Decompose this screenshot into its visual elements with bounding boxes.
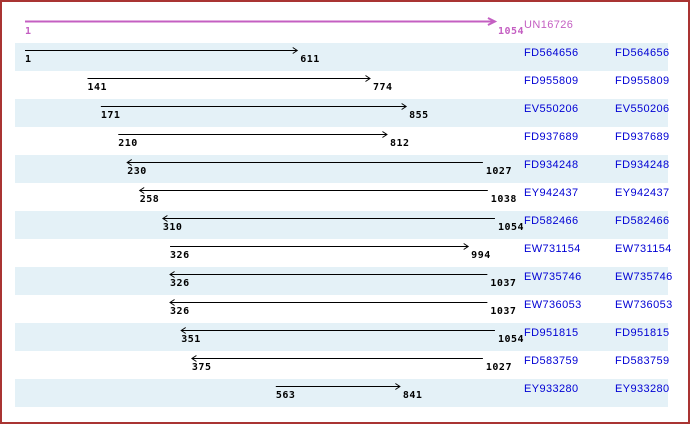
read-end-coordinate: 1038 [490, 194, 517, 205]
accession-link[interactable]: FD564656 [615, 47, 670, 59]
accession-link[interactable]: EW731154 [524, 243, 581, 255]
accession-link[interactable]: EV550206 [615, 103, 670, 115]
read-start-coordinate: 375 [191, 362, 212, 373]
read-end-coordinate: 994 [471, 250, 491, 261]
reverse-arrow [162, 215, 495, 222]
read-end-coordinate: 1054 [497, 334, 525, 345]
forward-arrow [118, 131, 388, 138]
alignment-row: 310 1054 FD582466 FD582466 [15, 211, 670, 239]
read-start-coordinate: 326 [170, 250, 190, 261]
accession-link[interactable]: FD583759 [524, 355, 579, 367]
consensus-start-coordinate: 1 [24, 26, 32, 37]
accession-link[interactable]: FD937689 [615, 131, 670, 143]
reverse-arrow [126, 159, 483, 166]
alignment-row: 141 774 FD955809 FD955809 [15, 71, 670, 99]
accession-link[interactable]: EW736053 [524, 299, 582, 311]
accession-link[interactable]: FD564656 [524, 47, 579, 59]
forward-arrow [170, 243, 470, 250]
reverse-arrow [169, 271, 488, 278]
forward-arrow [24, 17, 498, 26]
read-start-coordinate: 326 [170, 306, 190, 317]
accession-link[interactable]: FD582466 [615, 215, 670, 227]
accession-link[interactable]: EY933280 [524, 383, 579, 395]
alignment-row: 375 1027 FD583759 FD583759 [15, 351, 670, 379]
read-end-coordinate: 1054 [497, 222, 525, 233]
accession-link[interactable]: EW735746 [524, 271, 582, 283]
read-start-coordinate: 310 [162, 222, 183, 233]
consensus-row: 1 1054 UN16726 [15, 15, 668, 43]
read-end-coordinate: 611 [300, 54, 320, 65]
forward-arrow [275, 383, 401, 390]
read-end-coordinate: 812 [389, 138, 410, 149]
forward-arrow [100, 103, 408, 110]
accession-link[interactable]: EY933280 [615, 383, 670, 395]
read-end-coordinate: 1037 [490, 306, 517, 317]
alignment-row: 351 1054 FD951815 FD951815 [15, 323, 670, 351]
accession-link[interactable]: FD951815 [615, 327, 670, 339]
alignment-row: 210 812 FD937689 FD937689 [15, 127, 670, 155]
read-end-coordinate: 1037 [490, 278, 517, 289]
accession-link[interactable]: FD937689 [524, 131, 579, 143]
accession-link[interactable]: EW731154 [615, 243, 672, 255]
consensus-end-coordinate: 1054 [497, 26, 525, 37]
accession-link[interactable]: EY942437 [615, 187, 670, 199]
alignment-row: 258 1038 EY942437 EY942437 [15, 183, 670, 211]
read-end-coordinate: 774 [372, 82, 393, 93]
read-start-coordinate: 326 [170, 278, 190, 289]
read-start-coordinate: 230 [127, 166, 147, 177]
alignment-row: 326 994 EW731154 EW731154 [15, 239, 671, 267]
consensus-accession-link[interactable]: UN16726 [524, 19, 574, 31]
read-end-coordinate: 1027 [485, 166, 512, 177]
read-start-coordinate: 171 [100, 110, 121, 121]
alignment-row: 326 1037 EW736053 EW736053 [15, 295, 672, 323]
forward-arrow [87, 75, 371, 82]
alignment-row: 563 841 EY933280 EY933280 [15, 379, 670, 407]
read-start-coordinate: 141 [87, 82, 108, 93]
accession-link[interactable]: EY942437 [524, 187, 579, 199]
alignment-row: 326 1037 EW735746 EW735746 [15, 267, 672, 295]
read-end-coordinate: 1027 [485, 362, 512, 373]
alignment-row: 1 611 FD564656 FD564656 [15, 43, 670, 71]
accession-link[interactable]: FD951815 [524, 327, 579, 339]
forward-arrow [24, 47, 299, 54]
read-start-coordinate: 1 [24, 54, 32, 65]
read-end-coordinate: 841 [402, 390, 423, 401]
accession-link[interactable]: FD934248 [615, 159, 670, 171]
accession-link[interactable]: FD955809 [524, 75, 579, 87]
accession-link[interactable]: EV550206 [524, 103, 579, 115]
reverse-arrow [191, 355, 483, 362]
accession-link[interactable]: FD934248 [524, 159, 579, 171]
alignment-row: 171 855 EV550206 EV550206 [15, 99, 670, 127]
reverse-arrow [138, 187, 488, 194]
read-start-coordinate: 563 [275, 390, 296, 401]
read-start-coordinate: 258 [139, 194, 160, 205]
accession-link[interactable]: FD582466 [524, 215, 579, 227]
accession-link[interactable]: EW736053 [615, 299, 673, 311]
reverse-arrow [169, 299, 488, 306]
alignment-row: 230 1027 FD934248 FD934248 [15, 155, 670, 183]
accession-link[interactable]: EW735746 [615, 271, 673, 283]
read-start-coordinate: 210 [118, 138, 138, 149]
read-start-coordinate: 351 [181, 334, 201, 345]
accession-link[interactable]: FD955809 [615, 75, 670, 87]
read-end-coordinate: 855 [409, 110, 429, 121]
reverse-arrow [180, 327, 495, 334]
accession-link[interactable]: FD583759 [615, 355, 670, 367]
